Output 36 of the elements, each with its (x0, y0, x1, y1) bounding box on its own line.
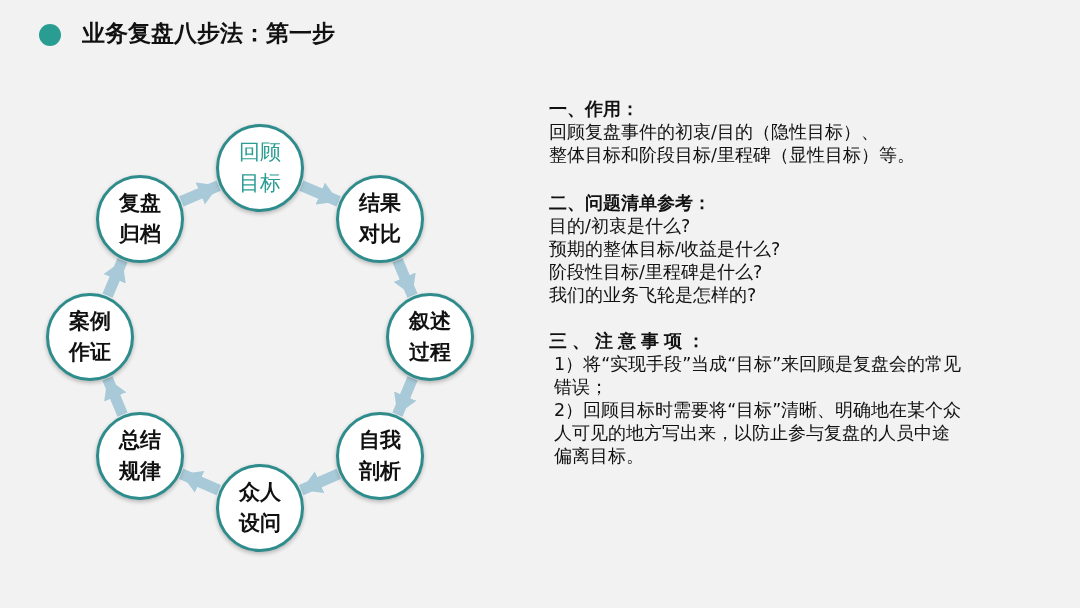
step-label: 结果对比 (357, 189, 402, 248)
step-label: 叙述过程 (407, 307, 452, 366)
step-circle (336, 175, 424, 263)
block-arrow (299, 468, 341, 496)
block-arrow (392, 376, 418, 417)
step-circle (216, 464, 304, 552)
body-text: 我们的业务飞轮是怎样的? (549, 284, 758, 307)
body-text: 整体目标和阶段目标/里程碑（显性目标）等。 (549, 144, 916, 167)
step-label: 复盘归档 (118, 189, 162, 248)
body-text: 回顾复盘事件的初衷/目的（隐性目标）、 (549, 121, 880, 144)
step-circle (96, 412, 184, 500)
body-text: 2）回顾目标时需要将“目标”清晰、明确地在某个众人可见的地方写出来，以防止参与复盘的人员中途偏离目标。 (553, 399, 963, 468)
body-text: 阶段性目标/里程碑是什么? (549, 261, 764, 284)
step-label: 自我剖析 (358, 426, 402, 485)
block-arrow (102, 258, 128, 298)
slide-title: 业务复盘八步法：第一步 (82, 19, 335, 48)
step-label: 案例作证 (67, 307, 112, 366)
body-text: 目的/初衷是什么? (549, 215, 692, 238)
body-text: 1）将“实现手段”当成“目标”来回顾是复盘会的常见错误； (553, 353, 963, 399)
step-circle (216, 124, 304, 212)
section-heading: 三、注意事项： (549, 330, 710, 353)
step-circle (96, 175, 184, 263)
body-text: 预期的整体目标/收益是什么? (549, 238, 782, 261)
step-label: 回顾目标 (238, 138, 282, 197)
step-label: 总结规律 (117, 426, 162, 485)
step-circle (336, 412, 424, 500)
block-arrow (102, 376, 128, 417)
step-circle (46, 293, 134, 381)
block-arrow (392, 258, 418, 298)
block-arrow (179, 468, 221, 496)
block-arrow (179, 180, 221, 207)
step-label: 众人设问 (237, 478, 282, 537)
section-heading: 一、作用： (549, 98, 639, 121)
section-heading: 二、问题清单参考： (549, 192, 711, 215)
step-circle (386, 293, 474, 381)
block-arrow (299, 180, 341, 207)
